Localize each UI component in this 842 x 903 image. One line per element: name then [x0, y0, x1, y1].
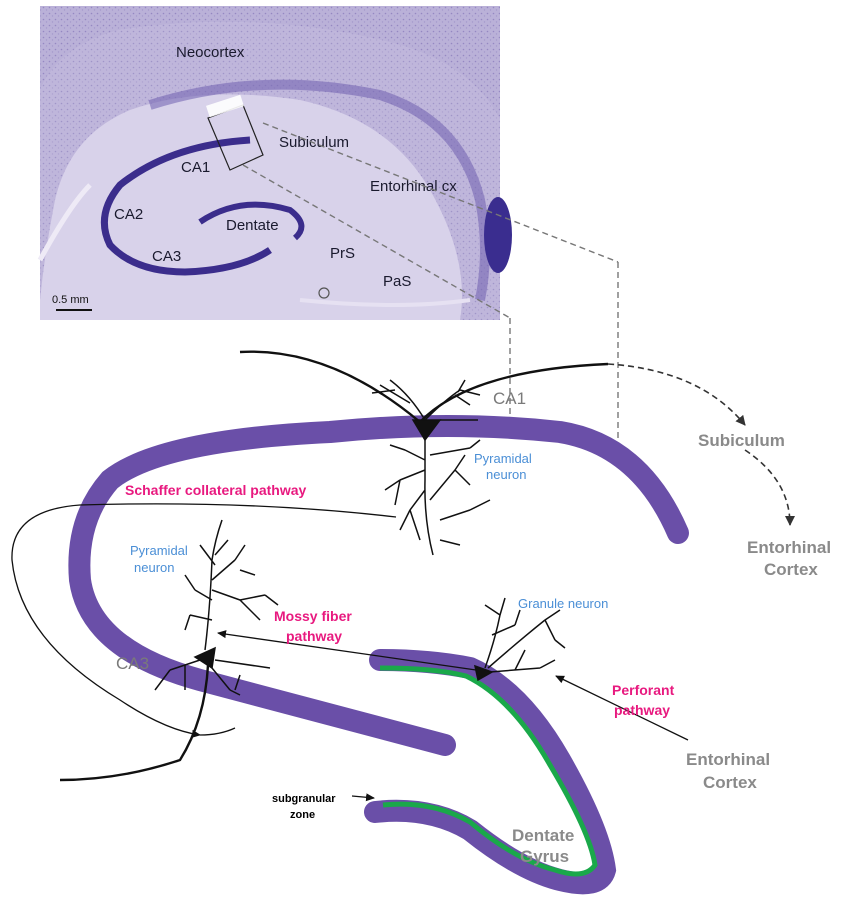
- schematic: CA1 Subiculum Entorhinal Cortex Pyramida…: [12, 352, 831, 884]
- label-entorhinal-bottom-2: Cortex: [703, 773, 757, 792]
- label-ca3: CA3: [152, 248, 181, 265]
- label-neocortex: Neocortex: [176, 44, 245, 61]
- label-ca3-pyramidal-1: Pyramidal: [130, 543, 188, 558]
- ca1-pyramidal-neuron: [372, 380, 490, 555]
- label-ca3-pyramidal-2: neuron: [134, 560, 174, 575]
- ca3-axon-stub: [215, 660, 270, 668]
- label-mossy-fiber-1: Mossy fiber: [274, 608, 352, 624]
- label-perforant-2: pathway: [614, 702, 670, 718]
- label-entorhinal-bottom-1: Entorhinal: [686, 750, 770, 769]
- label-pas: PaS: [383, 273, 411, 290]
- label-entorhinal-cx: Entorhinal cx: [370, 178, 457, 195]
- schematic-label-ca3: CA3: [116, 654, 149, 673]
- purple-pyramidal-band: [79, 426, 678, 745]
- label-schaffer-pathway: Schaffer collateral pathway: [125, 482, 307, 498]
- label-mossy-fiber-2: pathway: [286, 628, 342, 644]
- label-perforant-1: Perforant: [612, 682, 675, 698]
- micrograph-panel: Neocortex Subiculum CA1 Entorhinal cx CA…: [40, 6, 512, 320]
- ventricle: [484, 197, 512, 273]
- subiculum-dashed-arrow: [608, 364, 745, 425]
- ca1-axon-left: [240, 352, 420, 422]
- label-subgranular-1: subgranular: [272, 793, 336, 805]
- label-prs: PrS: [330, 245, 355, 262]
- schematic-label-entorhinal-top-1: Entorhinal: [747, 538, 831, 557]
- label-ca2: CA2: [114, 206, 143, 223]
- mossy-fiber-arrow: [218, 633, 476, 670]
- label-ca1-pyramidal-2: neuron: [486, 467, 526, 482]
- label-ca1: CA1: [181, 159, 210, 176]
- label-ca1-pyramidal-1: Pyramidal: [474, 451, 532, 466]
- schematic-label-subiculum: Subiculum: [698, 431, 785, 450]
- label-scale: 0.5 mm: [52, 294, 89, 306]
- schematic-label-entorhinal-top-2: Cortex: [764, 560, 818, 579]
- schaffer-fiber-tail: [200, 728, 235, 735]
- ca3-soma: [195, 648, 215, 668]
- label-granule-neuron: Granule neuron: [518, 596, 608, 611]
- label-subgranular-2: zone: [290, 809, 315, 821]
- label-dentate-gyrus-2: Gyrus: [520, 847, 569, 866]
- label-dentate: Dentate: [226, 217, 279, 234]
- ca1-apical-dendrites: [372, 380, 480, 420]
- ca3-pyramidal-neuron: [60, 520, 278, 780]
- label-dentate-gyrus-1: Dentate: [512, 826, 574, 845]
- schematic-label-ca1: CA1: [493, 389, 526, 408]
- entorhinal-dashed-arrow: [745, 450, 790, 525]
- ca3-apical-dendrites: [185, 520, 278, 650]
- subgranular-arrow: [352, 796, 374, 798]
